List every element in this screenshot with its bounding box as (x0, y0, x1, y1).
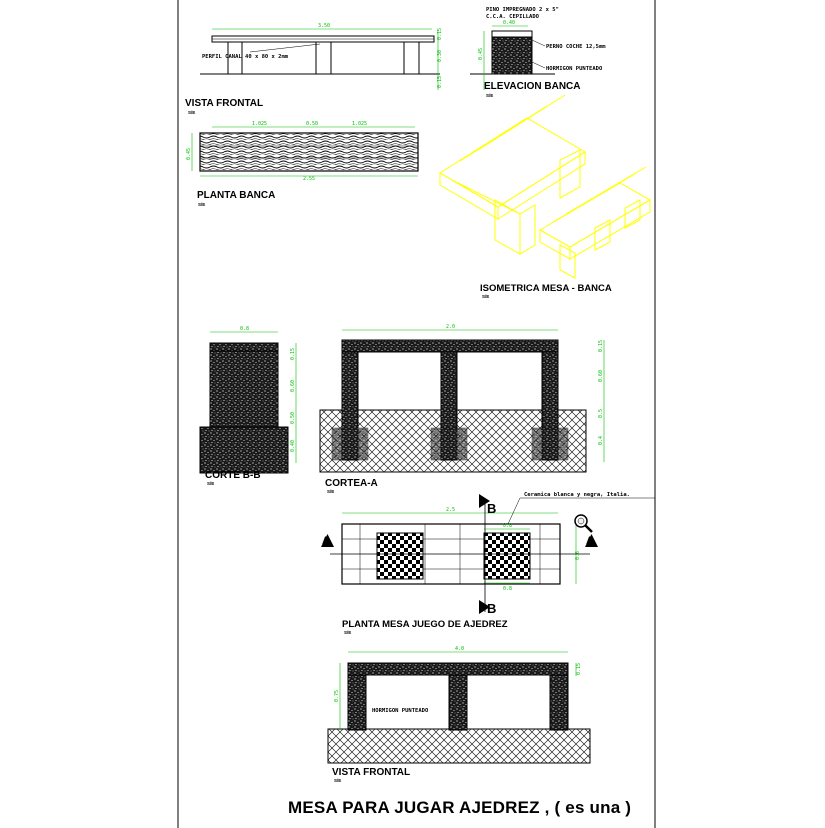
label-corte-aa: CORTEA-A (325, 478, 378, 489)
label-vista-frontal-top: VISTA FRONTAL (185, 98, 263, 109)
corte-aa-drawing: 2.0 0.15 0.60 0.5 0.4 CORTEA-A S/E (319, 324, 605, 494)
svg-text:0.15: 0.15 (437, 28, 443, 40)
sheet-frame (177, 0, 656, 828)
svg-text:0.30: 0.30 (437, 50, 443, 62)
note-pino-2: C.C.A. CEPILLADO (486, 14, 540, 20)
svg-text:0.15: 0.15 (290, 348, 296, 360)
svg-text:0.15: 0.15 (598, 340, 604, 352)
svg-text:S/E: S/E (327, 489, 334, 494)
svg-text:0.45: 0.45 (478, 48, 484, 60)
isometrica-drawing (439, 94, 652, 279)
corte-bb-drawing: 0.8 0.15 0.60 0.50 0.40 CORTE B-B S/E (199, 326, 297, 486)
label-isometrica: ISOMETRICA MESA - BANCA (480, 283, 612, 294)
note-hormigon-bottom: HORMIGON PUNTEADO (372, 708, 429, 714)
planta-banca-drawing: 1.025 0.50 1.025 2.55 0.45 PLANTA BANCA … (186, 121, 419, 207)
svg-text:S/E: S/E (482, 294, 489, 299)
svg-text:S/E: S/E (188, 110, 195, 115)
svg-text:0.45: 0.45 (186, 148, 192, 160)
section-mark-b-bottom: B (487, 601, 496, 616)
svg-text:0.4: 0.4 (598, 436, 604, 445)
section-mark-a-left: A (322, 535, 330, 547)
label-corte-bb: CORTE B-B (205, 470, 261, 481)
svg-text:2.0: 2.0 (446, 324, 455, 330)
svg-text:2.55: 2.55 (303, 176, 315, 182)
svg-text:S/E: S/E (334, 778, 341, 783)
svg-text:0.8: 0.8 (503, 523, 512, 529)
label-vista-frontal-bottom: VISTA FRONTAL (332, 767, 410, 778)
svg-text:1.025: 1.025 (352, 121, 367, 127)
section-mark-b-top: B (487, 501, 496, 516)
elevacion-banca-drawing: PINO IMPREGNADO 2 x 5" C.C.A. CEPILLADO … (470, 7, 606, 98)
svg-text:0.50: 0.50 (306, 121, 318, 127)
svg-text:0.50: 0.50 (290, 412, 296, 424)
section-mark-a-right: A (586, 535, 594, 547)
svg-text:0.8: 0.8 (503, 586, 512, 592)
svg-text:0.60: 0.60 (598, 370, 604, 382)
note-perfil: PERFIL CANAL 40 x 80 x 2mm (202, 54, 289, 60)
svg-text:0.15: 0.15 (576, 663, 582, 675)
svg-text:0.40: 0.40 (503, 20, 515, 26)
svg-text:0.6: 0.6 (575, 551, 581, 560)
svg-text:2.5: 2.5 (446, 507, 455, 513)
vista-frontal-top-drawing: 3.50 0.15 0.30 0.15 PERFIL CANAL 40 x 80… (185, 23, 443, 115)
svg-text:0.8: 0.8 (240, 326, 249, 332)
label-planta-mesa: PLANTA MESA JUEGO DE AJEDREZ (342, 619, 508, 630)
planta-mesa-drawing: 2.5 0.8 0.8 0.6 Ceramica blanca y negra,… (321, 492, 655, 635)
svg-text:S/E: S/E (486, 93, 493, 98)
svg-text:0.15: 0.15 (437, 76, 443, 88)
note-pino-1: PINO IMPREGNADO 2 x 5" (486, 7, 559, 13)
svg-text:0.5: 0.5 (598, 409, 604, 418)
svg-text:1.025: 1.025 (252, 121, 267, 127)
svg-text:0.75: 0.75 (334, 690, 340, 702)
sheet-title: MESA PARA JUGAR AJEDREZ , ( es una ) (288, 798, 632, 817)
note-hormigon: HORMIGON PUNTEADO (546, 66, 603, 72)
svg-text:S/E: S/E (198, 202, 205, 207)
svg-text:S/E: S/E (344, 630, 351, 635)
label-planta-banca: PLANTA BANCA (197, 190, 275, 201)
svg-text:0.60: 0.60 (290, 380, 296, 392)
note-ceramica: Ceramica blanca y negra, Italia. (524, 492, 630, 498)
note-perno: PERNO COCHE 12,5mm (546, 44, 606, 50)
svg-text:0.40: 0.40 (290, 440, 296, 452)
svg-text:4.0: 4.0 (455, 646, 464, 652)
label-elevacion-banca: ELEVACION BANCA (484, 81, 580, 92)
svg-text:S/E: S/E (207, 481, 214, 486)
dim-top-width: 3.50 (318, 23, 330, 29)
vista-frontal-bottom-drawing: 4.0 HORMIGON PUNTEADO 0.75 0.15 VISTA FR… (327, 646, 591, 783)
magnifier-icon[interactable] (574, 514, 593, 533)
